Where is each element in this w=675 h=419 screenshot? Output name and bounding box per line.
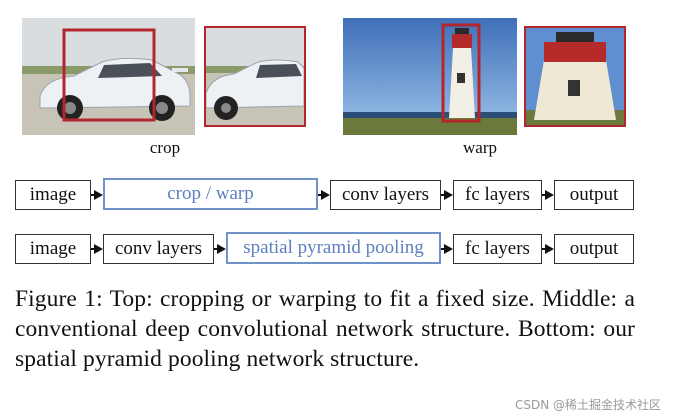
- arrow: [318, 190, 330, 200]
- lighthouse-photo-original: [343, 18, 517, 135]
- arrow: [91, 190, 103, 200]
- lighthouse-photo-warped: [524, 26, 626, 127]
- middle-fc-layers-box: fc layers: [453, 180, 542, 210]
- bottom-spp-box: spatial pyramid pooling: [226, 232, 441, 264]
- car-photo-original: [22, 18, 195, 135]
- arrow: [542, 244, 554, 254]
- middle-image-box: image: [15, 180, 91, 210]
- middle-crop-warp-box: crop / warp: [103, 178, 318, 210]
- watermark: CSDN @稀土掘金技术社区: [514, 398, 661, 412]
- crop-label: crop: [149, 138, 181, 157]
- arrow: [441, 244, 453, 254]
- middle-conv-layers-box: conv layers: [330, 180, 441, 210]
- car-photo-cropped: [204, 26, 306, 127]
- bottom-output-box: output: [554, 234, 634, 264]
- arrow: [441, 190, 453, 200]
- figure-caption: Figure 1: Top: cropping or warping to fi…: [15, 286, 635, 372]
- arrow: [214, 244, 226, 254]
- arrow: [542, 190, 554, 200]
- arrow: [91, 244, 103, 254]
- bottom-conv-layers-box: conv layers: [103, 234, 214, 264]
- bottom-image-box: image: [15, 234, 91, 264]
- middle-output-box: output: [554, 180, 634, 210]
- bottom-fc-layers-box: fc layers: [453, 234, 542, 264]
- warp-label: warp: [463, 138, 497, 157]
